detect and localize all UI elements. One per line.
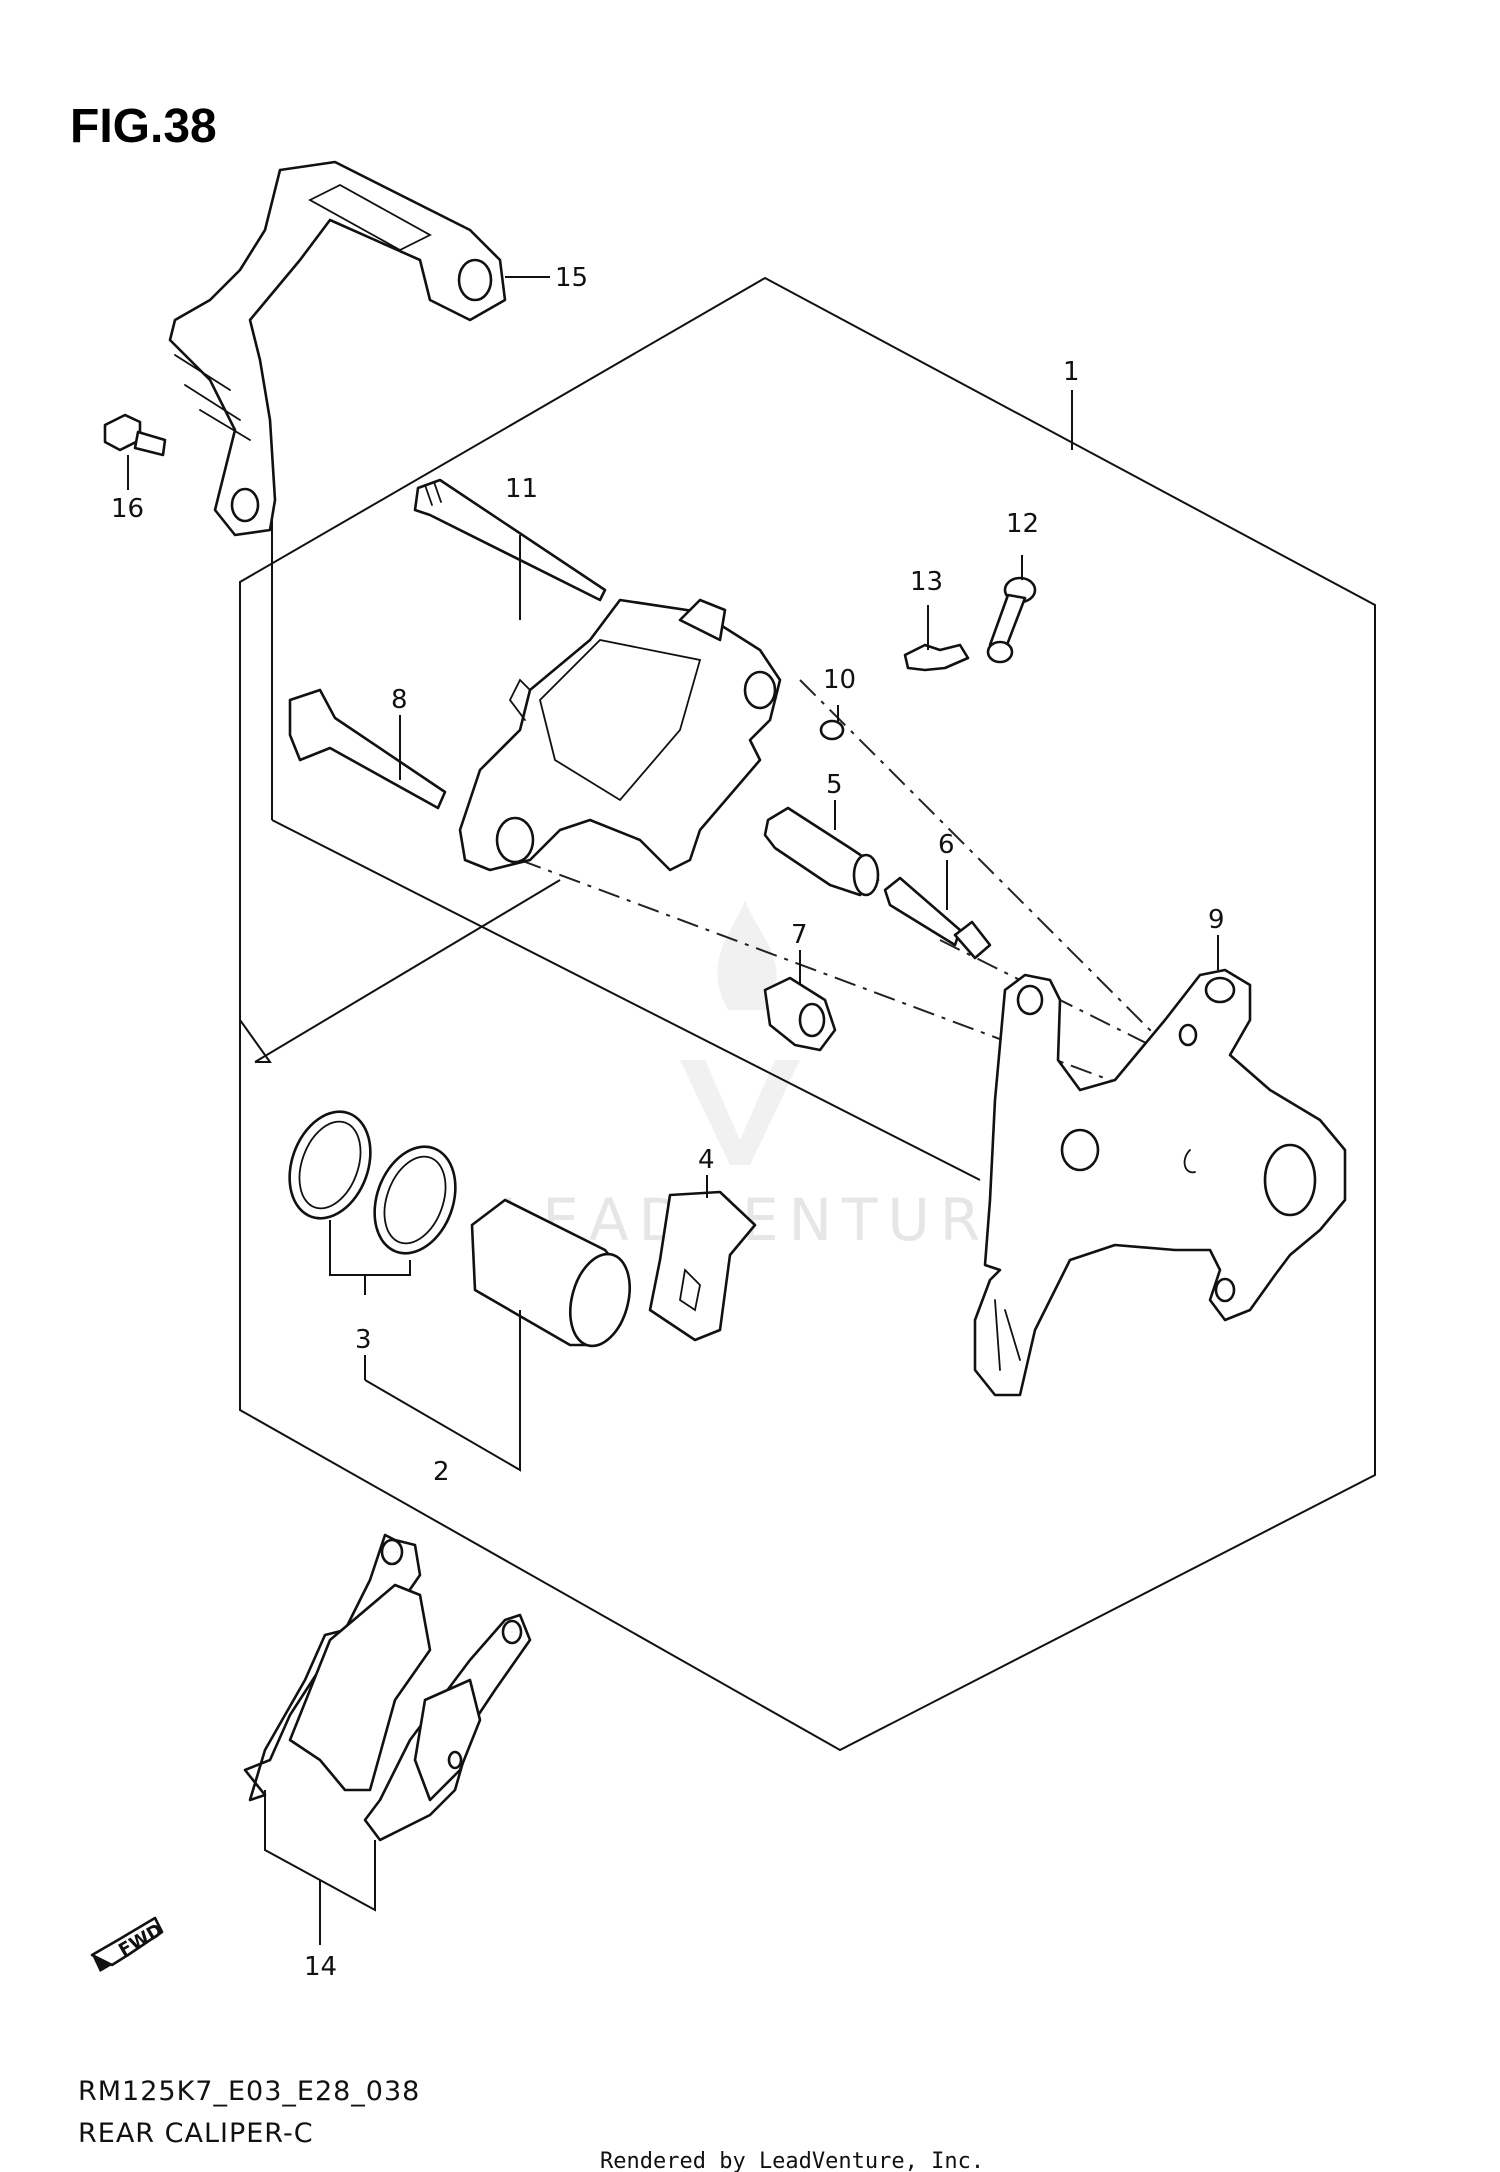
pad-spring <box>648 1190 757 1342</box>
diagram-caption: REAR CALIPER-C <box>78 2118 314 2149</box>
caliper-guard <box>168 160 507 537</box>
callout-13: 13 <box>910 567 943 597</box>
bleeder-cap <box>986 576 1037 664</box>
callout-12: 12 <box>1006 509 1039 539</box>
bleeder-valve <box>903 643 970 672</box>
callout-3: 3 <box>355 1325 372 1355</box>
callout-14: 14 <box>304 1952 337 1982</box>
callout-11: 11 <box>505 474 538 504</box>
piston-seal-set <box>288 1110 457 1255</box>
pin-bolt <box>883 876 992 960</box>
slide-pin-long <box>413 478 607 602</box>
pin-sleeve <box>763 806 880 897</box>
callout-5: 5 <box>826 770 843 800</box>
caliper-bracket <box>973 968 1347 1397</box>
forward-direction-arrow <box>90 1916 164 1972</box>
leader-lines <box>127 276 1219 1945</box>
caliper-body <box>458 598 782 872</box>
pin-boot <box>763 976 837 1052</box>
callout-16: 16 <box>111 494 144 524</box>
callout-10: 10 <box>823 665 856 695</box>
seal-group-bracket <box>239 1019 272 1063</box>
figure-title: FIG.38 <box>70 100 217 153</box>
callouts: 1 2 3 4 5 6 7 8 9 10 11 12 13 14 15 16 <box>111 263 1225 1982</box>
alignment-line <box>799 679 1171 1051</box>
o-ring-small <box>819 719 845 741</box>
callout-2: 2 <box>433 1457 450 1487</box>
model-code: RM125K7_E03_E28_038 <box>78 2076 420 2107</box>
callout-4: 4 <box>698 1145 715 1175</box>
brake-pad-set <box>243 1533 532 1842</box>
alignment-line <box>519 859 1191 1111</box>
callout-1: 1 <box>1063 357 1080 387</box>
box-edge-top <box>254 879 561 1063</box>
callout-9: 9 <box>1208 905 1225 935</box>
callout-15: 15 <box>555 263 588 293</box>
bolt <box>103 413 167 457</box>
slide-pin-short <box>288 688 447 810</box>
callout-7: 7 <box>791 920 808 950</box>
render-credit: Rendered by LeadVenture, Inc. <box>600 2149 984 2172</box>
callout-8: 8 <box>391 685 408 715</box>
assembly-outline <box>239 276 1376 1752</box>
caliper-piston <box>470 1198 631 1348</box>
callout-6: 6 <box>938 830 955 860</box>
assembly-edge <box>271 819 981 1181</box>
watermark-logo <box>680 900 800 1165</box>
